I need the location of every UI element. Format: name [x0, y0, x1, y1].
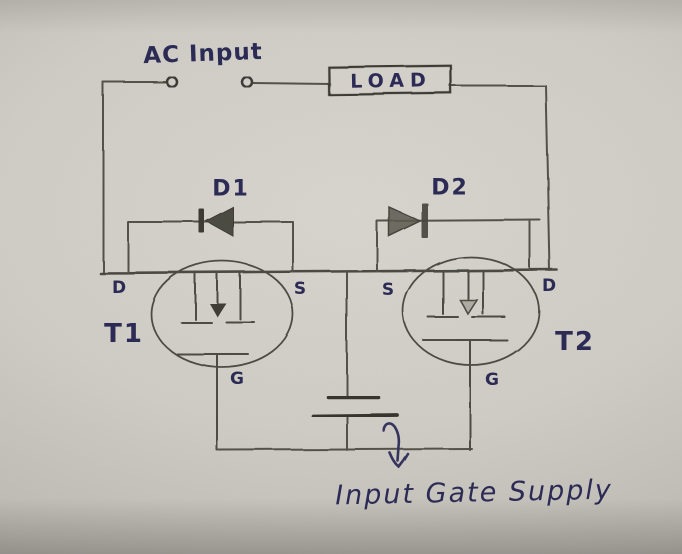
t2-drain-pin-label: D: [541, 276, 557, 296]
t2-source-pin-label: S: [381, 280, 395, 300]
diode-d2-label: D2: [431, 175, 469, 201]
t2-gate-pin-label: G: [485, 370, 499, 390]
t1-source-pin-label: S: [293, 279, 307, 299]
diode-d1-label: D1: [212, 176, 250, 202]
t1-drain-pin-label: D: [111, 278, 127, 298]
input-gate-supply-caption: Input Gate Supply: [334, 474, 614, 512]
t1-gate-pin-label: G: [230, 369, 244, 389]
transistor-t2-label: T2: [555, 327, 595, 357]
load-label: LOAD: [350, 69, 432, 93]
ac-input-label: AC Input: [142, 38, 264, 70]
transistor-t1-label: T1: [104, 319, 144, 349]
